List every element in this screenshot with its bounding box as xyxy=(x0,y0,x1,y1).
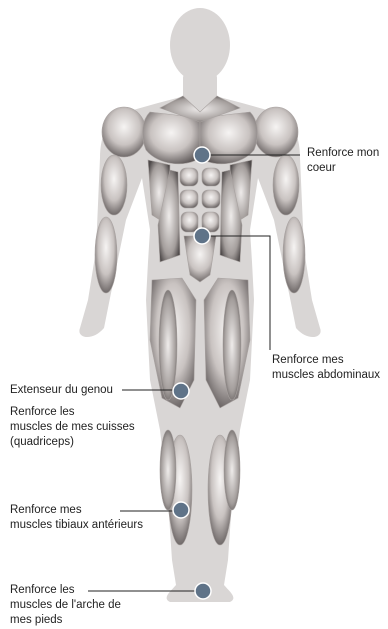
label-arch-line1: Renforce les xyxy=(10,583,121,598)
sartorius-right xyxy=(223,290,241,400)
arch-marker xyxy=(195,583,211,599)
label-abdominals: Renforce mes muscles abdominaux xyxy=(272,353,380,383)
label-heart: Renforce mon coeur xyxy=(307,146,379,176)
bicep-left xyxy=(101,155,127,215)
label-heart-line1: Renforce mon xyxy=(307,146,379,161)
knee-marker xyxy=(173,383,189,399)
abdominals-marker xyxy=(194,228,210,244)
deltoid-left xyxy=(102,107,146,157)
tibial-marker xyxy=(173,502,189,518)
label-knee-line3: (quadriceps) xyxy=(10,435,135,450)
label-abdominals-line1: Renforce mes xyxy=(272,353,380,368)
calf-left xyxy=(160,430,176,510)
sartorius-left xyxy=(159,290,177,400)
bicep-right xyxy=(273,155,299,215)
label-arch: Renforce les muscles de l'arche de mes p… xyxy=(10,583,121,628)
label-tibial-line1: Renforce mes xyxy=(10,503,143,518)
label-heart-line2: coeur xyxy=(307,161,379,176)
calf-right xyxy=(224,430,240,510)
deltoid-right xyxy=(254,107,298,157)
label-tibial-line2: muscles tibiaux antérieurs xyxy=(10,518,143,533)
label-knee-line1: Renforce les xyxy=(10,405,135,420)
label-knee-line2: muscles de mes cuisses xyxy=(10,420,135,435)
heart-marker xyxy=(194,147,210,163)
label-arch-line3: mes pieds xyxy=(10,613,121,628)
forearm-right xyxy=(283,217,305,293)
label-abdominals-line2: muscles abdominaux xyxy=(272,368,380,383)
label-knee: Extenseur du genou Renforce les muscles … xyxy=(10,383,135,450)
label-arch-line2: muscles de l'arche de xyxy=(10,598,121,613)
label-tibial: Renforce mes muscles tibiaux antérieurs xyxy=(10,503,143,533)
forearm-left xyxy=(95,217,117,293)
label-knee-title: Extenseur du genou xyxy=(10,383,135,398)
